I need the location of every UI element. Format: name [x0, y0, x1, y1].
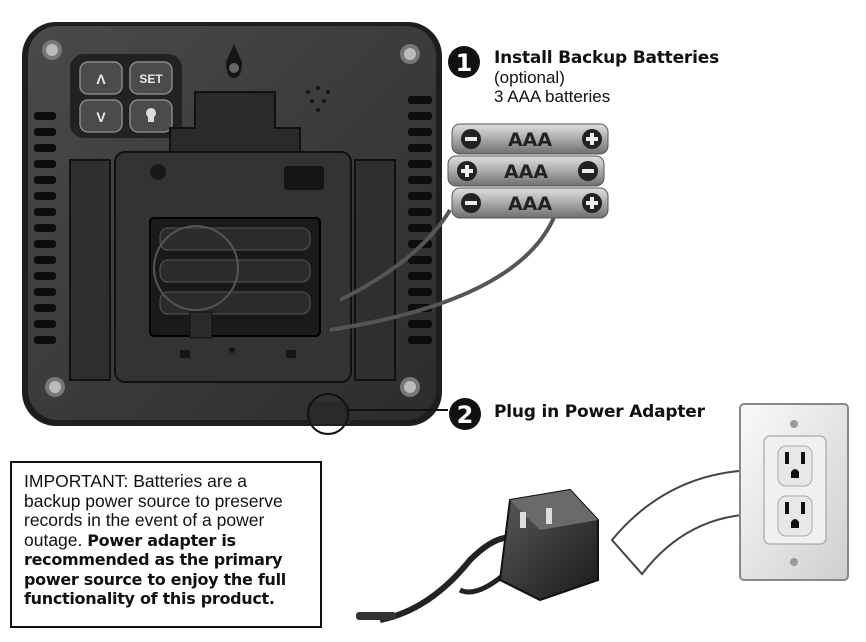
device-back: Λ SET V	[22, 22, 442, 426]
set-button[interactable]: SET	[129, 61, 173, 95]
aaa-battery-1: AAA	[451, 123, 609, 155]
up-button[interactable]: Λ	[79, 61, 123, 95]
hanging-hole-icon	[226, 44, 242, 78]
power-adapter	[356, 488, 599, 623]
step-2-number: 2	[457, 401, 474, 429]
step-2-title: Plug in Power Adapter	[494, 402, 705, 422]
set-button-label: SET	[139, 72, 163, 86]
important-note: IMPORTANT: Batteries are a backup power …	[10, 461, 322, 628]
power-jack-callout	[307, 393, 448, 435]
step-1-text: Install Backup Batteries (optional) 3 AA…	[494, 48, 719, 106]
right-vent-slots	[408, 96, 432, 344]
outlet-socket-bottom[interactable]	[777, 495, 813, 537]
light-bulb-icon	[146, 108, 156, 122]
left-vent-slots	[34, 112, 56, 344]
aaa-battery-2: AAA	[447, 155, 605, 187]
battery-label: AAA	[508, 129, 552, 151]
wall-outlet	[739, 403, 849, 581]
down-button[interactable]: V	[79, 99, 123, 133]
battery-label: AAA	[504, 161, 548, 183]
plug-prong-icon	[546, 508, 552, 524]
battery-label: AAA	[508, 193, 552, 215]
aaa-battery-3: AAA	[451, 187, 609, 219]
step-2-badge: 2	[449, 398, 481, 430]
plug-prong-icon	[520, 512, 526, 528]
outlet-socket-top[interactable]	[777, 445, 813, 487]
step-1-badge: 1	[448, 46, 480, 78]
battery-compartment[interactable]	[149, 217, 321, 358]
speaker-icon	[306, 86, 330, 112]
step-1-line-2: (optional)	[494, 68, 565, 87]
light-button[interactable]	[129, 99, 173, 133]
step-1-line-3: 3 AAA batteries	[494, 87, 611, 106]
step-1-title: Install Backup Batteries	[494, 48, 719, 68]
corner-screw-icon	[42, 40, 420, 397]
important-note-bold-text: Power adapter is recommended as the prim…	[24, 530, 286, 609]
down-button-label: V	[96, 109, 106, 125]
step-1-number: 1	[456, 49, 473, 77]
up-button-label: Λ	[96, 71, 106, 87]
battery-callout-lines	[329, 208, 557, 332]
important-note-text: IMPORTANT: Batteries are a backup power …	[24, 471, 283, 550]
